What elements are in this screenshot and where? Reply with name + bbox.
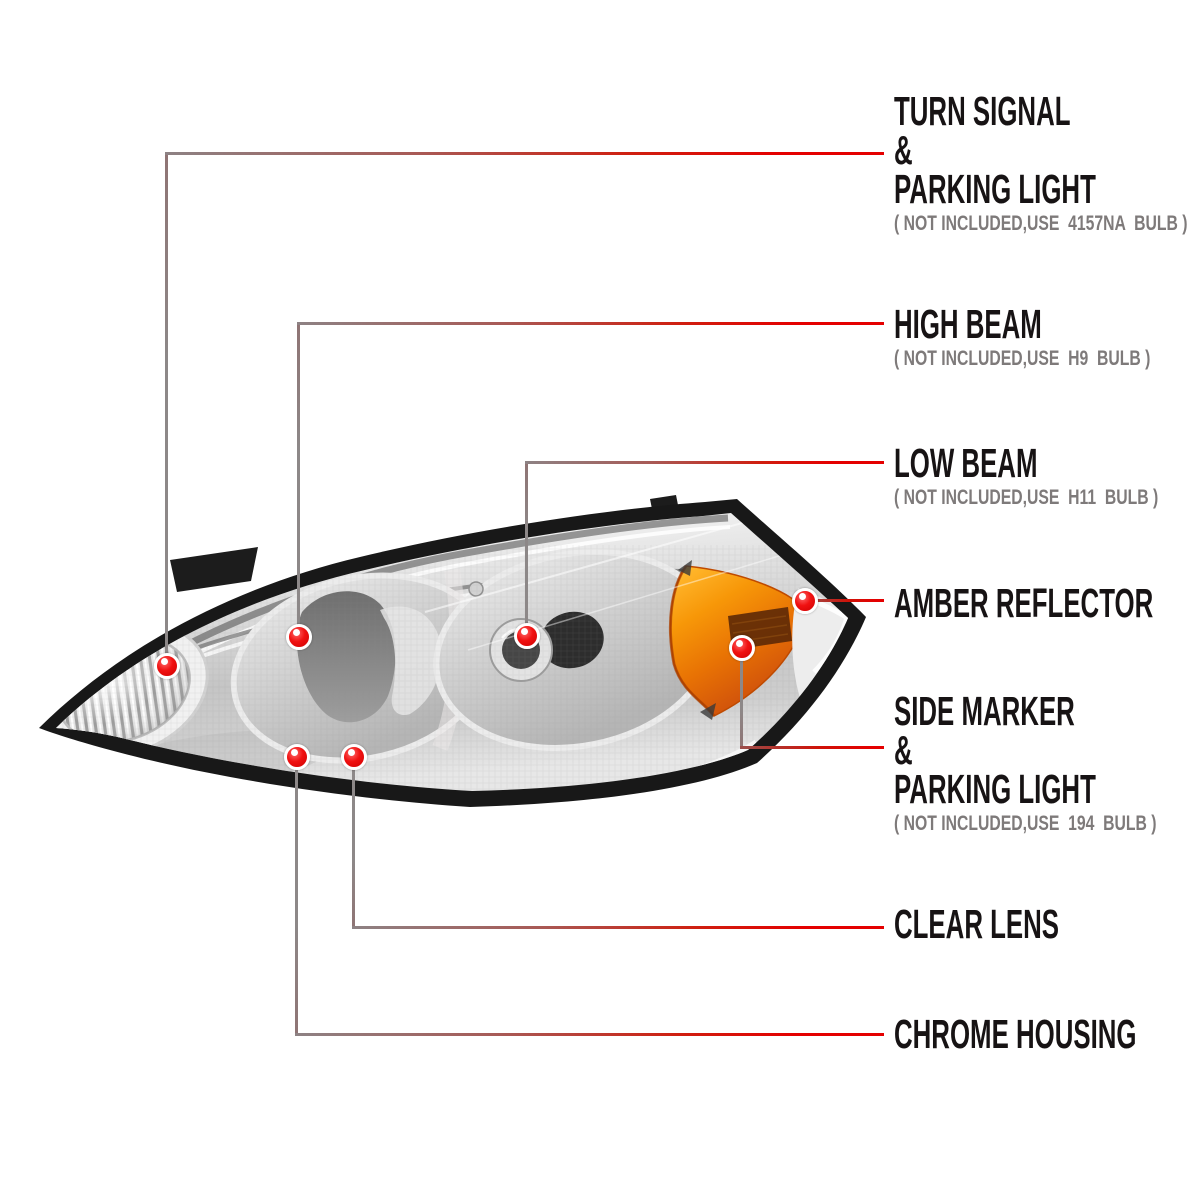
callout-title: AMBER REFLECTOR — [894, 580, 1154, 626]
callout-dot — [341, 744, 367, 770]
callout-line-vertical — [295, 757, 298, 1035]
callout-title: PARKING LIGHT — [894, 166, 1096, 212]
mounting-tab — [170, 547, 258, 592]
callout-line-vertical — [740, 648, 743, 748]
callout-title: CHROME HOUSING — [894, 1011, 1137, 1057]
callout-dot — [729, 635, 755, 661]
callout-line-vertical — [352, 757, 355, 928]
callout-note: ( NOT INCLUDED,USE 4157NA BULB ) — [894, 212, 1188, 235]
callout-title: & — [894, 127, 913, 173]
callout-line-horizontal — [805, 599, 884, 602]
callout-title: SIDE MARKER — [894, 688, 1075, 734]
callout-title: & — [894, 727, 913, 773]
callout-dot — [286, 624, 312, 650]
callout-line-horizontal — [740, 746, 884, 749]
callout-note: ( NOT INCLUDED,USE H11 BULB ) — [894, 486, 1159, 509]
callout-dot — [154, 653, 180, 679]
callout-line-horizontal — [165, 152, 884, 155]
callout-line-horizontal — [297, 322, 884, 325]
callout-title: PARKING LIGHT — [894, 766, 1096, 812]
callout-line-vertical — [297, 324, 300, 637]
callout-title: HIGH BEAM — [894, 301, 1042, 347]
callout-title: CLEAR LENS — [894, 901, 1060, 947]
callout-line-vertical — [525, 463, 528, 636]
callout-title: LOW BEAM — [894, 440, 1038, 486]
callout-dot — [514, 623, 540, 649]
callout-dot — [792, 588, 818, 614]
callout-line-horizontal — [525, 461, 884, 464]
callout-title: TURN SIGNAL — [894, 88, 1071, 134]
callout-dot — [284, 744, 310, 770]
clear-lens-surface — [792, 588, 848, 698]
callout-line-horizontal — [295, 1033, 884, 1036]
callout-note: ( NOT INCLUDED,USE H9 BULB ) — [894, 347, 1151, 370]
callout-note: ( NOT INCLUDED,USE 194 BULB ) — [894, 812, 1157, 835]
callout-line-vertical — [165, 154, 168, 666]
callout-line-horizontal — [352, 926, 884, 929]
